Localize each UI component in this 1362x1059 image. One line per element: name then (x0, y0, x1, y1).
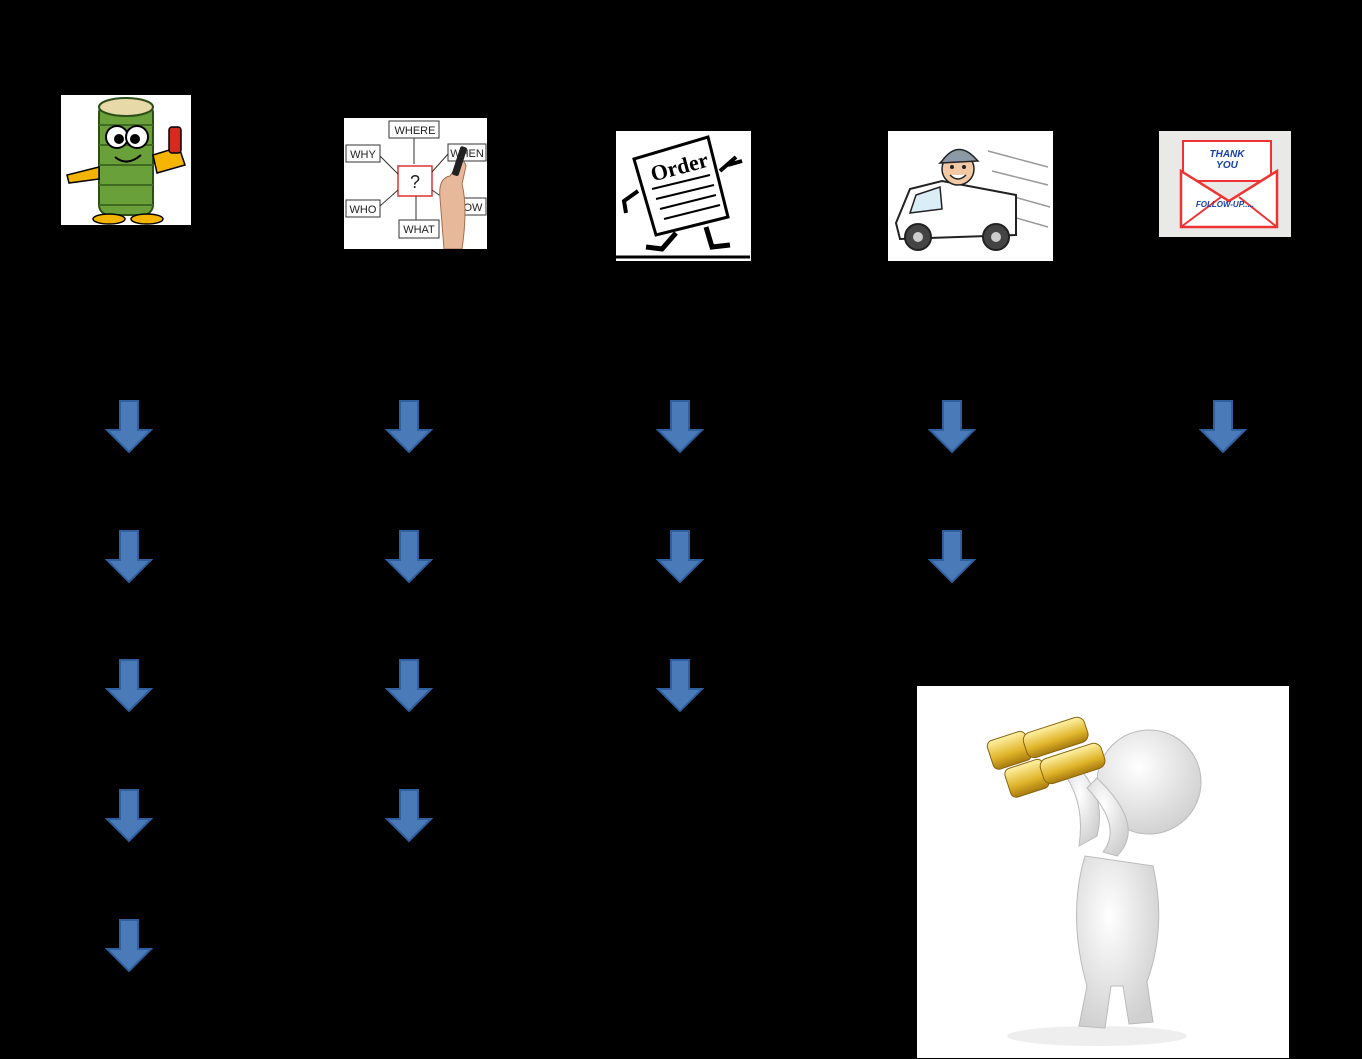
down-arrow-icon (105, 919, 153, 973)
order-form-image: Order (616, 131, 751, 261)
delivery-man-driving-van-icon (888, 131, 1053, 261)
figure-with-binoculars-icon (917, 686, 1289, 1058)
down-arrow-icon (1199, 400, 1247, 454)
down-arrow-icon (385, 789, 433, 843)
follow-up-label: FOLLOW-UP..... (1196, 200, 1254, 209)
question-words-diagram-icon: WHERE WHY WHEN WHO HOW WHAT ? (344, 118, 487, 249)
you-label: YOU (1216, 160, 1238, 171)
walking-order-form-icon: Order (616, 131, 751, 261)
down-arrow-icon (105, 659, 153, 713)
thank-you-envelope-icon: THANK YOU FOLLOW-UP..... (1159, 131, 1291, 237)
down-arrow-icon (385, 659, 433, 713)
down-arrow-icon (105, 400, 153, 454)
down-arrow-icon (656, 659, 704, 713)
down-arrow-icon (105, 789, 153, 843)
when-label: WHEN (450, 148, 484, 160)
why-label: WHY (350, 149, 376, 161)
thank-label: THANK (1210, 149, 1246, 160)
binocular-figure-image (917, 686, 1289, 1058)
down-arrow-icon (928, 530, 976, 584)
down-arrow-icon (385, 400, 433, 454)
delivery-van-image (888, 131, 1053, 261)
question-mark: ? (410, 172, 420, 192)
down-arrow-icon (928, 400, 976, 454)
down-arrow-icon (385, 530, 433, 584)
what-label: WHAT (403, 224, 435, 236)
down-arrow-icon (105, 530, 153, 584)
down-arrow-icon (656, 400, 704, 454)
where-label: WHERE (395, 125, 436, 137)
question-diagram-image: WHERE WHY WHEN WHO HOW WHAT ? (344, 118, 487, 249)
down-arrow-icon (656, 530, 704, 584)
thank-you-card-image: THANK YOU FOLLOW-UP..... (1159, 131, 1291, 237)
carpet-roll-mascot-icon (61, 95, 191, 225)
who-label: WHO (350, 204, 377, 216)
carpet-mascot-image (61, 95, 191, 225)
